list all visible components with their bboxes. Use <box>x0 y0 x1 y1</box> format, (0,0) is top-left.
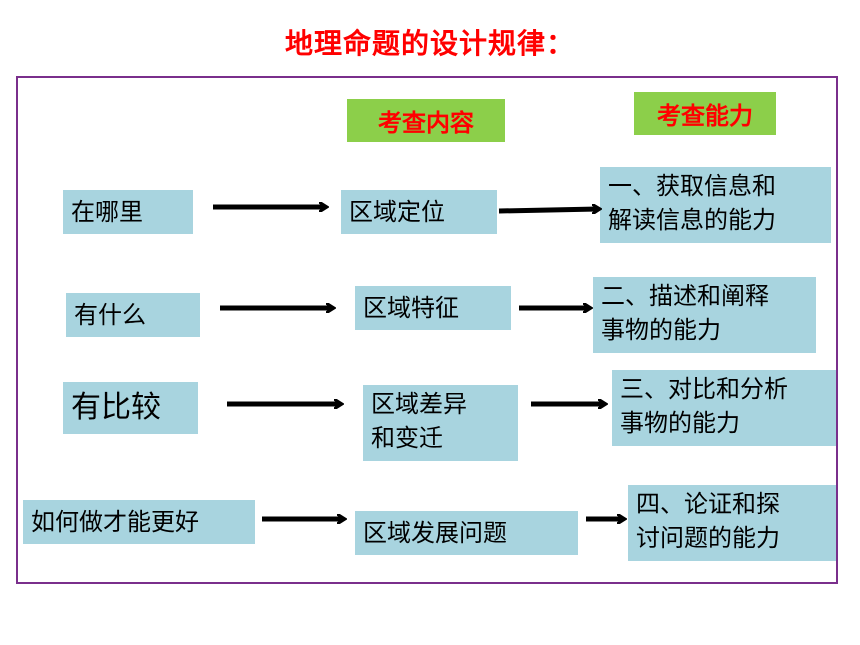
diagram-frame <box>16 76 838 584</box>
content-box-2: 区域特征 <box>355 286 511 330</box>
content-box-3: 区域差异 和变迁 <box>363 385 518 461</box>
ability-box-1: 一、获取信息和 解读信息的能力 <box>600 167 831 243</box>
header-ability: 考查能力 <box>634 92 776 135</box>
ability-text-1: 一、获取信息和 解读信息的能力 <box>608 172 776 234</box>
content-text-3: 区域差异 和变迁 <box>371 390 467 452</box>
ability-box-4: 四、论证和探 讨问题的能力 <box>628 485 836 561</box>
question-box-3: 有比较 <box>63 382 198 434</box>
content-box-4: 区域发展问题 <box>355 511 578 555</box>
question-box-4: 如何做才能更好 <box>23 500 255 544</box>
diagram-title: 地理命题的设计规律： <box>284 27 575 60</box>
ability-box-3: 三、对比和分析 事物的能力 <box>612 370 836 446</box>
question-box-2: 有什么 <box>66 293 200 337</box>
content-box-1: 区域定位 <box>341 190 497 234</box>
ability-text-3: 三、对比和分析 事物的能力 <box>620 375 788 437</box>
arrow-c1-a1 <box>498 209 598 211</box>
ability-box-2: 二、描述和阐释 事物的能力 <box>593 277 816 353</box>
header-content: 考查内容 <box>347 99 505 142</box>
ability-text-4: 四、论证和探 讨问题的能力 <box>636 490 780 552</box>
ability-text-2: 二、描述和阐释 事物的能力 <box>601 282 769 344</box>
question-box-1: 在哪里 <box>63 190 193 234</box>
